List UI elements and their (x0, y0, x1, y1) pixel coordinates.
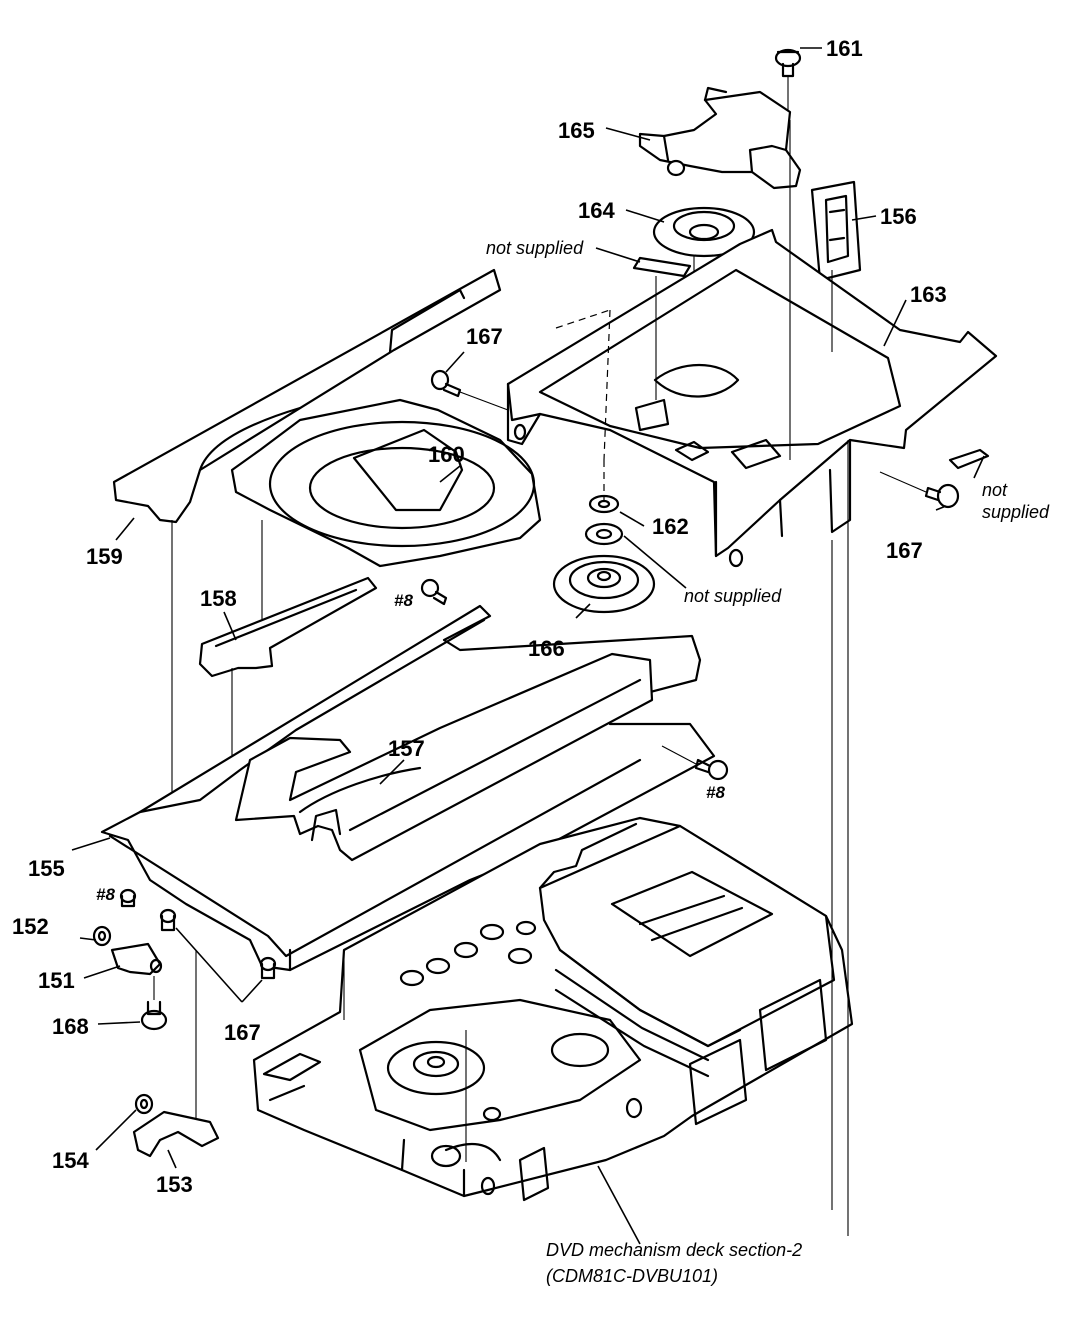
label-152: 152 (12, 914, 49, 939)
not-supplied-notes: not supplied not supplied not supplied (486, 238, 1050, 606)
not-supplied-spacer (584, 522, 624, 546)
label-166: 166 (528, 636, 565, 661)
alignment-guides (343, 120, 849, 1236)
label-156: 156 (880, 204, 917, 229)
note-supplied-right: supplied (982, 502, 1050, 522)
part-151-switch (110, 942, 163, 976)
part-8-screw-lower (119, 888, 137, 908)
part-154-spring (134, 1093, 154, 1115)
label-154: 154 (52, 1148, 89, 1173)
part-167-screw-a (430, 369, 509, 411)
label-screw-8-lower: #8 (96, 885, 115, 904)
note-not-supplied-middle: not supplied (684, 586, 782, 606)
deck-caption-line1: DVD mechanism deck section-2 (546, 1240, 802, 1260)
screw-size-labels: #8 #8 #8 (96, 591, 725, 904)
label-161: 161 (826, 36, 863, 61)
deck-caption-line2: (CDM81C-DVBU101) (546, 1266, 718, 1286)
not-supplied-strip-top (632, 256, 692, 278)
label-165: 165 (558, 118, 595, 143)
label-167-bottom: 167 (224, 1020, 261, 1045)
label-160: 160 (428, 442, 465, 467)
label-164: 164 (578, 198, 615, 223)
callout-labels: 161 165 164 156 163 167 160 159 162 167 … (12, 36, 947, 1197)
label-167-top: 167 (466, 324, 503, 349)
part-152-spring (92, 925, 112, 947)
part-158-slider (198, 576, 378, 770)
label-167-right: 167 (886, 538, 923, 563)
label-158: 158 (200, 586, 237, 611)
deck-gear-cluster (399, 920, 537, 987)
leader-lines (71, 47, 985, 1245)
part-167-screw-b (879, 471, 960, 509)
label-screw-8-right: #8 (706, 783, 725, 802)
part-161-screw (774, 48, 802, 120)
label-159: 159 (86, 544, 123, 569)
part-159-side-rail (112, 268, 502, 830)
label-151: 151 (38, 968, 75, 993)
label-162: 162 (652, 514, 689, 539)
not-supplied-strip-right (948, 448, 990, 470)
note-not-supplied-top: not supplied (486, 238, 584, 258)
label-163: 163 (910, 282, 947, 307)
label-168: 168 (52, 1014, 89, 1039)
part-166-turntable (552, 554, 656, 614)
label-screw-8-upper: #8 (394, 591, 413, 610)
part-168-screw (140, 976, 168, 1031)
label-153: 153 (156, 1172, 193, 1197)
part-157-slide-plate (234, 652, 654, 862)
part-167-screw-d (259, 956, 277, 980)
part-160-tray (230, 398, 542, 650)
part-165-clamp-arm (638, 86, 802, 190)
part-8-screw-upper (420, 578, 448, 606)
part-153-lever (132, 950, 220, 1158)
dvd-mechanism-deck (252, 816, 854, 1202)
part-163-top-frame (506, 228, 998, 568)
part-156-latch-plate (810, 180, 862, 282)
note-not-right: not (982, 480, 1008, 500)
label-157: 157 (388, 736, 425, 761)
deck-caption: DVD mechanism deck section-2 (CDM81C-DVB… (546, 1240, 802, 1286)
label-155: 155 (28, 856, 65, 881)
part-8-screw-right (661, 745, 729, 781)
part-167-screw-c (159, 908, 177, 932)
